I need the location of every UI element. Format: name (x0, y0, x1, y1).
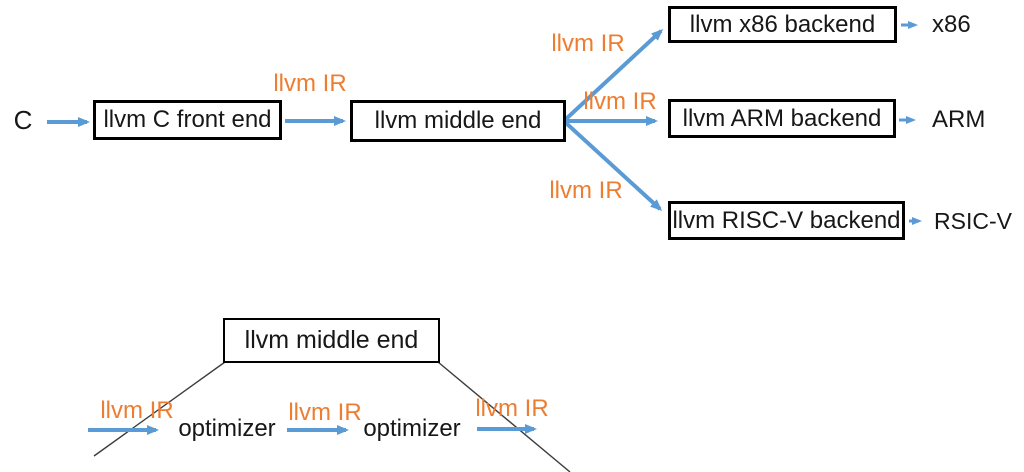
detail-connector-left (93, 361, 226, 457)
ir-label-arm-branch: llvm IR (583, 88, 657, 115)
middle-end-box: llvm middle end (350, 100, 566, 142)
detail-connector-right (437, 361, 571, 472)
ir-label-frontend-to-middle: llvm IR (273, 70, 347, 97)
ir-label-detail-2: llvm IR (288, 399, 362, 426)
riscv-backend-box: llvm RISC-V backend (668, 201, 905, 240)
optimizer-2-label: optimizer (363, 415, 461, 442)
ir-label-riscv-branch: llvm IR (549, 177, 623, 204)
source-language-label: C (13, 105, 33, 135)
arm-output-label: ARM (932, 106, 986, 133)
middle-end-detail-box: llvm middle end (223, 318, 440, 363)
ir-label-x86-branch: llvm IR (551, 30, 625, 57)
arm-backend-box: llvm ARM backend (668, 99, 896, 138)
riscv-output-label: RSIC-V (934, 208, 1012, 234)
optimizer-1-label: optimizer (178, 415, 276, 442)
arrow-middle-to-x86-backend (564, 28, 664, 121)
x86-output-label: x86 (932, 11, 971, 38)
arrow-middle-to-riscv-backend (564, 121, 663, 212)
ir-label-detail-1: llvm IR (100, 397, 174, 424)
ir-label-detail-3: llvm IR (475, 395, 549, 422)
x86-backend-box: llvm x86 backend (668, 6, 897, 43)
frontend-box: llvm C front end (93, 100, 282, 140)
